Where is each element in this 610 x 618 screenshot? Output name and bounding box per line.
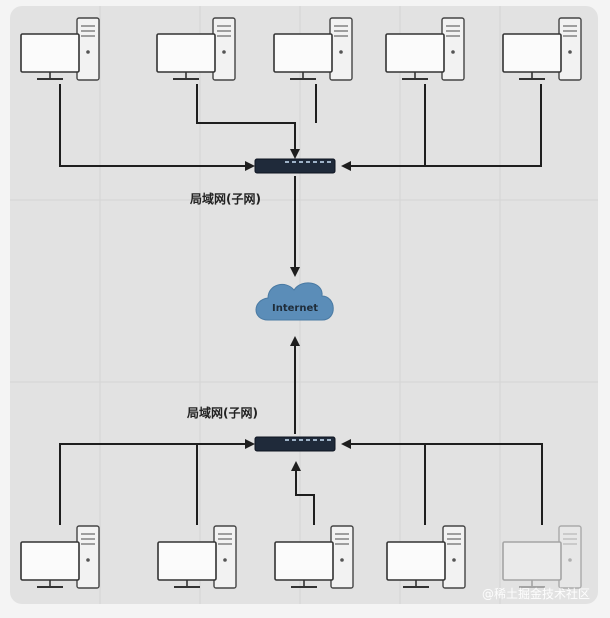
bottom-link-1 <box>59 439 255 525</box>
top-switch <box>254 158 336 174</box>
bottom-connections <box>59 336 543 525</box>
bottom-computer-1 <box>20 525 100 589</box>
top-computer-4 <box>385 17 465 81</box>
internet-cloud-icon <box>255 282 334 321</box>
top-link-5 <box>425 84 542 167</box>
top-computers <box>20 17 582 81</box>
cloud-label: Internet <box>272 303 318 314</box>
bottom-computer-5 <box>502 525 582 589</box>
watermark-text: @稀土掘金技术社区 <box>482 586 590 601</box>
bottom-computers <box>20 525 582 589</box>
top-link-4 <box>341 84 426 171</box>
bottom-computer-2 <box>157 525 237 589</box>
bottom-subnet-label: 局域网(子网) <box>187 405 258 420</box>
top-computer-2 <box>156 17 236 81</box>
background-grid <box>10 6 598 604</box>
top-computer-3 <box>273 17 353 81</box>
top-connections <box>59 84 542 277</box>
top-computer-1 <box>20 17 100 81</box>
top-link-2 <box>196 84 300 159</box>
top-link-1 <box>59 84 255 171</box>
bottom-switch <box>254 436 336 452</box>
bottom-link-5 <box>341 439 543 525</box>
top-subnet-label: 局域网(子网) <box>190 191 261 206</box>
bottom-computer-4 <box>386 525 466 589</box>
bottom-link-3 <box>291 461 315 525</box>
top-computer-5 <box>502 17 582 81</box>
bottom-computer-3 <box>274 525 354 589</box>
